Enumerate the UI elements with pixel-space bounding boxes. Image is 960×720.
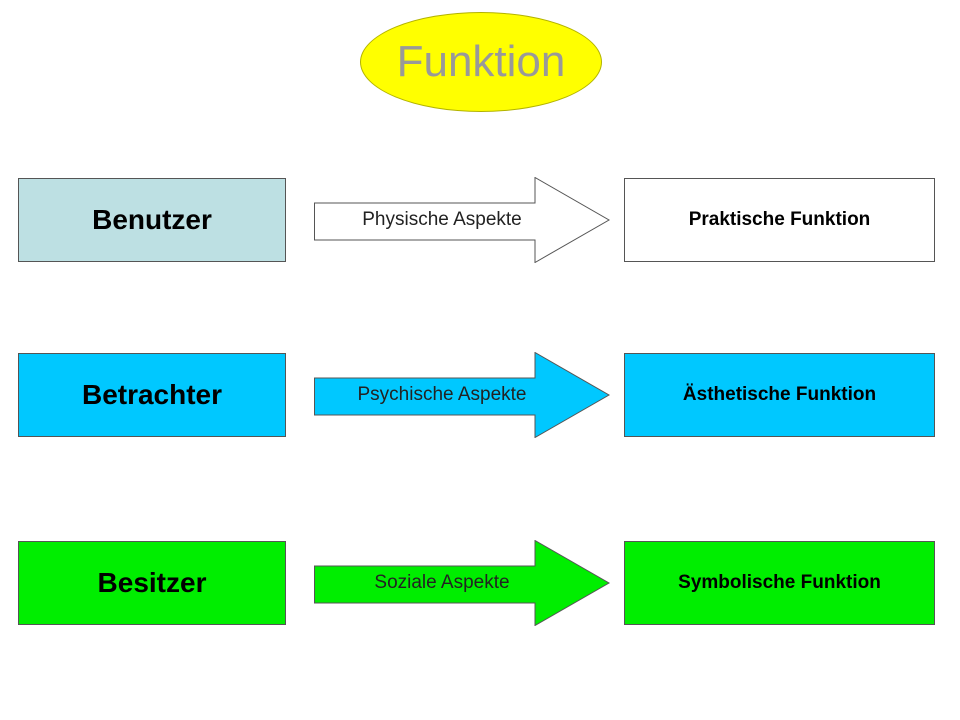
function-label: Praktische Funktion xyxy=(688,209,871,230)
function-label: Symbolische Funktion xyxy=(678,572,881,593)
role-box-benutzer: Benutzer xyxy=(18,178,286,262)
function-label: Ästhetische Funktion xyxy=(682,384,877,405)
aspect-label: Psychische Aspekte xyxy=(357,384,527,405)
function-box-symbolisch: Symbolische Funktion xyxy=(624,541,935,625)
aspect-label: Physische Aspekte xyxy=(362,209,522,230)
role-label: Betrachter xyxy=(81,379,223,410)
aspect-arrow-psychisch: Psychische Aspekte xyxy=(314,352,610,438)
aspect-label: Soziale Aspekte xyxy=(374,572,510,593)
diagram-title: Funktion xyxy=(396,37,566,86)
role-box-besitzer: Besitzer xyxy=(18,541,286,625)
arrow-shape xyxy=(314,177,610,263)
arrow-shape xyxy=(314,352,610,438)
role-label: Benutzer xyxy=(92,204,212,235)
aspect-arrow-sozial: Soziale Aspekte xyxy=(314,540,610,626)
function-box-aesthetisch: Ästhetische Funktion xyxy=(624,353,935,437)
function-box-praktisch: Praktische Funktion xyxy=(624,178,935,262)
title-ellipse: Funktion xyxy=(360,12,602,112)
arrow-shape xyxy=(314,540,610,626)
aspect-arrow-physisch: Physische Aspekte xyxy=(314,177,610,263)
role-box-betrachter: Betrachter xyxy=(18,353,286,437)
role-label: Besitzer xyxy=(97,567,207,598)
